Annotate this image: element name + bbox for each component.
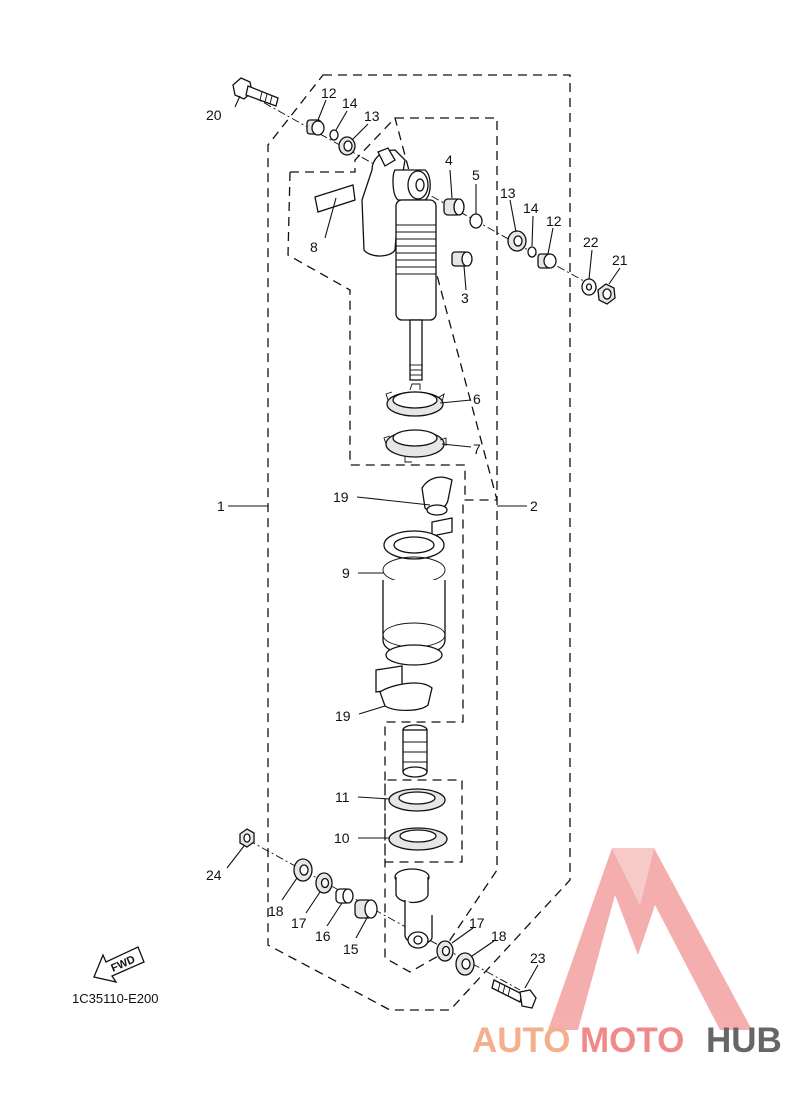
diagram-code: 1C35110-E200 — [72, 991, 159, 1006]
leader-lines — [226, 95, 621, 989]
callout-5: 5 — [472, 167, 480, 183]
nut-21 — [597, 283, 616, 305]
label-8 — [314, 184, 356, 213]
cap-11 — [388, 788, 446, 812]
o-ring-14-right — [527, 246, 537, 258]
collar-12-right — [537, 253, 557, 269]
oil-seal-13-right — [507, 230, 527, 252]
callout-19-upper: 19 — [333, 489, 349, 505]
bushing-4 — [443, 198, 465, 216]
plate-10 — [388, 827, 448, 851]
callout-7: 7 — [473, 441, 481, 457]
oil-seal-13-upper — [338, 136, 356, 156]
callout-labels: 1 2 3 4 5 6 7 8 9 10 11 12 14 13 13 14 1… — [206, 85, 628, 966]
spring-guide-19-lower — [375, 665, 433, 712]
nut-24 — [239, 828, 255, 848]
callout-20: 20 — [206, 107, 222, 123]
callout-12-upper: 12 — [321, 85, 337, 101]
callout-17-right: 17 — [469, 915, 485, 931]
callout-10: 10 — [334, 830, 350, 846]
callout-8: 8 — [310, 239, 318, 255]
watermark-logo — [548, 848, 752, 1030]
assembly-boundary-1 — [267, 74, 571, 1011]
spring-9 — [382, 530, 446, 666]
lock-nut-7 — [383, 429, 447, 463]
callout-12-right: 12 — [546, 213, 562, 229]
callout-13-upper: 13 — [364, 108, 380, 124]
adjuster-3 — [451, 251, 473, 267]
spring-guide-19-upper — [421, 476, 453, 537]
watermark-part-3: HUB — [706, 1021, 782, 1060]
callout-6: 6 — [473, 391, 481, 407]
boundary-sub — [287, 171, 466, 500]
callout-16: 16 — [315, 928, 331, 944]
oil-seal-17-left — [315, 872, 333, 894]
callout-15: 15 — [343, 941, 359, 957]
callout-17-left: 17 — [291, 915, 307, 931]
collar-12-upper — [306, 119, 325, 136]
thrust-cover-18-right — [455, 952, 475, 976]
washer-22 — [581, 278, 597, 296]
callout-9: 9 — [342, 565, 350, 581]
bearing-15 — [354, 899, 378, 919]
thrust-cover-18-left — [293, 858, 313, 882]
circlip-5 — [469, 213, 483, 229]
bump-stopper — [402, 724, 428, 778]
callout-3: 3 — [461, 290, 469, 306]
fwd-arrow-icon: FWD — [93, 946, 145, 983]
lower-bolt-23 — [491, 979, 537, 1009]
callout-11: 11 — [335, 789, 350, 805]
oil-seal-17-right — [436, 940, 454, 962]
callout-14-right: 14 — [523, 200, 539, 216]
lower-clevis — [394, 868, 433, 949]
watermark-part-1: AUTO — [472, 1021, 571, 1060]
callout-21: 21 — [612, 252, 628, 268]
callout-2: 2 — [530, 498, 538, 514]
callout-24: 24 — [206, 867, 222, 883]
lower-bolt-centerline — [247, 839, 521, 991]
upper-bolt — [232, 77, 279, 107]
callout-14-upper: 14 — [342, 95, 358, 111]
assembly-boundary-2 — [384, 117, 498, 973]
collar-16 — [335, 888, 354, 904]
callout-19-lower: 19 — [335, 708, 351, 724]
callout-4: 4 — [445, 152, 453, 168]
boundary-shock-body — [290, 117, 396, 173]
ring-nut-6 — [385, 383, 445, 417]
o-ring-14-upper — [329, 129, 339, 141]
callout-22: 22 — [583, 234, 599, 250]
shock-absorber-body — [361, 147, 437, 381]
callout-1: 1 — [217, 498, 225, 514]
callout-18-right: 18 — [491, 928, 507, 944]
watermark-part-2: MOTO — [580, 1021, 684, 1060]
callout-23: 23 — [530, 950, 546, 966]
callout-18-left: 18 — [268, 903, 284, 919]
callout-13-right: 13 — [500, 185, 516, 201]
watermark-text: AUTO MOTO HUB — [472, 1021, 782, 1060]
